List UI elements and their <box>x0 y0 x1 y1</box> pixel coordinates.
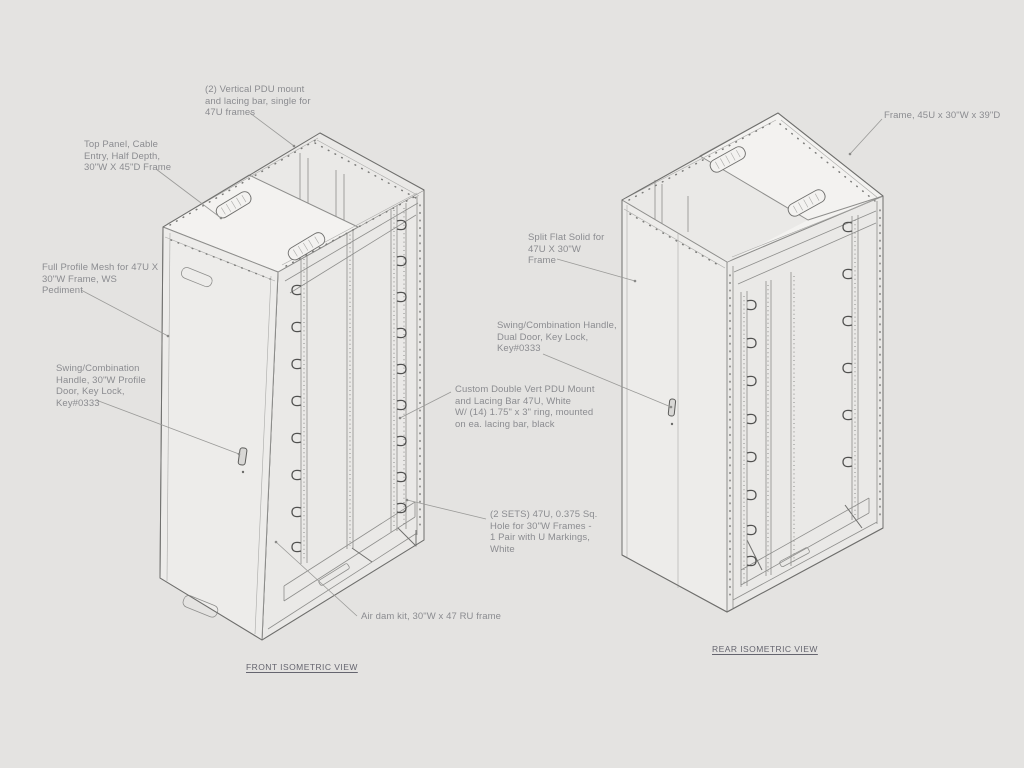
callout-custom-pdu-mount: Custom Double Vert PDU Mount and Lacing … <box>455 384 595 430</box>
callout-rear-door-handle: Swing/Combination Handle, Dual Door, Key… <box>497 320 617 354</box>
callout-full-profile-mesh: Full Profile Mesh for 47U X 30"W Frame, … <box>42 262 159 296</box>
rear-top-vent-2 <box>787 189 826 217</box>
callout-air-dam-kit: Air dam kit, 30"W x 47 RU frame <box>361 611 502 622</box>
front-door-top-grip <box>180 267 213 288</box>
leader-lines <box>80 112 883 617</box>
front-top-vent-2 <box>287 232 326 261</box>
rear-top-vent-1 <box>709 146 746 173</box>
callout-split-flat-solid: Split Flat Solid for 47U X 30"W Frame <box>528 232 605 266</box>
callout-vertical-pdu-mount: (2) Vertical PDU mount and lacing bar, s… <box>205 84 311 118</box>
callout-sq-hole-rails: (2 SETS) 47U, 0.375 Sq. Hole for 30"W Fr… <box>490 509 598 555</box>
front-rack-drawing <box>159 132 425 641</box>
callout-rear-frame: Frame, 45U x 30"W x 39"D <box>884 110 1001 121</box>
rear-rack-drawing <box>621 112 884 613</box>
front-view-title: FRONT ISOMETRIC VIEW <box>246 662 358 672</box>
callout-front-door-handle: Swing/Combination Handle, 30"W Profile D… <box>56 363 146 409</box>
front-door-handle-icon <box>237 447 248 466</box>
callout-top-panel: Top Panel, Cable Entry, Half Depth, 30"W… <box>84 139 172 173</box>
rear-view-title: REAR ISOMETRIC VIEW <box>712 644 818 654</box>
rear-rack-open-side <box>726 195 884 613</box>
front-top-vent-1 <box>215 191 252 219</box>
